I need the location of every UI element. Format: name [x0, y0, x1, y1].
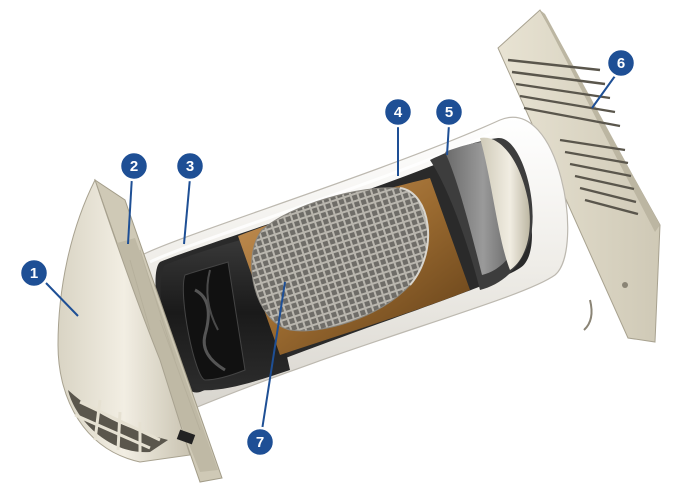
leader-6 [591, 75, 616, 109]
leader-5 [446, 123, 450, 156]
svg-text:5: 5 [445, 104, 453, 121]
svg-text:2: 2 [130, 158, 138, 175]
interior-grille-slats [507, 58, 639, 216]
exterior-hood [57, 178, 223, 483]
callout-7: 7 [244, 426, 276, 458]
svg-text:7: 7 [256, 434, 264, 451]
interior-grille-panel [497, 9, 661, 343]
leader-lines [45, 75, 616, 431]
callout-2: 2 [118, 150, 150, 182]
leader-3 [183, 177, 191, 245]
outlet-filter-ring [430, 137, 533, 290]
leader-2 [127, 175, 133, 245]
callout-5: 5 [433, 96, 465, 128]
callout-3: 3 [174, 150, 206, 182]
leader-1 [45, 282, 79, 317]
hood-grille [68, 390, 168, 453]
svg-text:3: 3 [186, 158, 194, 175]
heat-exchanger-core [238, 178, 470, 355]
svg-text:6: 6 [617, 55, 625, 72]
svg-text:1: 1 [30, 265, 38, 282]
callout-6: 6 [605, 47, 637, 79]
leader-7 [261, 281, 286, 431]
callout-4: 4 [382, 96, 414, 128]
svg-text:4: 4 [394, 104, 403, 121]
callout-1: 1 [18, 257, 50, 289]
